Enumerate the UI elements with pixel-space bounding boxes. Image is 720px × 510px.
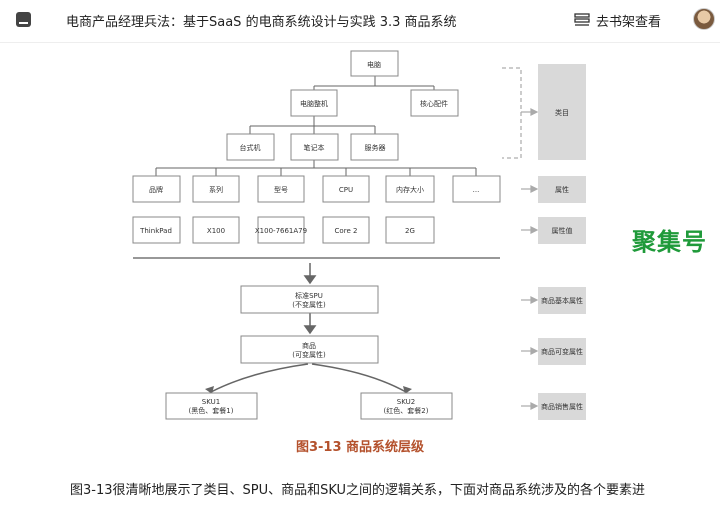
node-parts: 核心配件 (420, 99, 448, 108)
label-sales-attr: 商品销售属性 (541, 402, 583, 411)
label-variable-attr: 商品可变属性 (541, 347, 583, 356)
value-model: X100-7661A79 (255, 227, 307, 235)
attr-cpu: CPU (339, 186, 353, 194)
node-host: 电脑整机 (300, 99, 328, 108)
node-laptop: 笔记本 (304, 143, 325, 152)
spu-title: 标准SPU (295, 291, 323, 300)
label-attribute: 属性 (555, 185, 569, 194)
body-paragraph: 图3-13很清晰地展示了类目、SPU、商品和SKU之间的逻辑关系，下面对商品系统… (70, 483, 646, 498)
node-desktop: 台式机 (240, 143, 261, 152)
value-series: X100 (207, 227, 225, 235)
label-category: 类目 (555, 108, 569, 117)
spu-subtitle: (不变属性) (292, 300, 326, 309)
attr-brand: 品牌 (149, 185, 163, 194)
top-bar: 电商产品经理兵法：基于SaaS 的电商系统设计与实践 3.3 商品系统 去书架查… (0, 0, 720, 43)
watermark-logo: 聚集号 (632, 228, 707, 256)
attr-memory: 内存大小 (396, 185, 424, 194)
sku1-title: SKU1 (202, 398, 220, 406)
value-memory: 2G (405, 227, 415, 235)
value-brand: ThinkPad (139, 227, 172, 235)
goods-subtitle: (可变属性) (292, 350, 326, 359)
sku2-subtitle: (红色、套餐2) (384, 406, 429, 415)
goods-title: 商品 (302, 341, 316, 350)
sku1-subtitle: (黑色、套餐1) (189, 406, 234, 415)
hierarchy-figure: 电脑 电脑整机 核心配件 台式机 笔记本 服务器 品牌 系列 型号 CPU 内存… (132, 50, 586, 420)
bookshelf-icon (574, 13, 590, 26)
node-root: 电脑 (367, 60, 381, 69)
go-to-shelf-button[interactable]: 去书架查看 (574, 10, 661, 30)
shelf-label: 去书架查看 (596, 14, 662, 30)
attr-series: 系列 (209, 185, 223, 194)
sku2-title: SKU2 (397, 398, 415, 406)
value-cpu: Core 2 (335, 227, 358, 235)
attr-model: 型号 (274, 185, 288, 194)
page-title: 电商产品经理兵法：基于SaaS 的电商系统设计与实践 3.3 商品系统 (66, 15, 457, 30)
reader-content: 电脑 电脑整机 核心配件 台式机 笔记本 服务器 品牌 系列 型号 CPU 内存… (0, 42, 720, 506)
menu-icon[interactable] (16, 12, 31, 27)
attr-more: ... (473, 186, 480, 194)
label-basic-attr: 商品基本属性 (541, 296, 583, 305)
figure-caption: 图3-13 商品系统层级 (295, 440, 425, 455)
label-attribute-value: 属性值 (552, 226, 573, 235)
avatar[interactable] (693, 8, 715, 30)
node-server: 服务器 (365, 143, 386, 152)
